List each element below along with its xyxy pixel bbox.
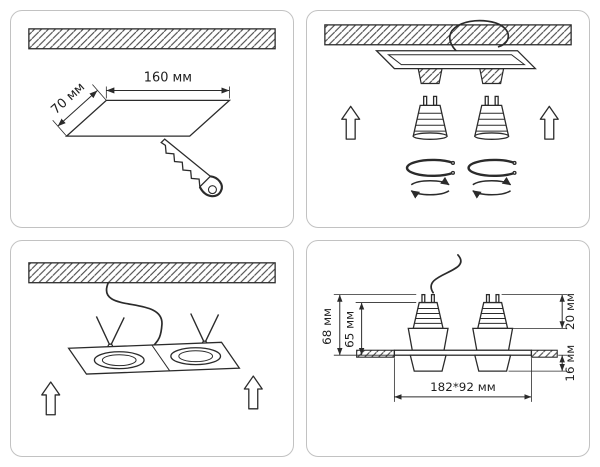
retaining-ring-left [405, 158, 456, 178]
panel-step1-cutout: 160 мм 70 мм [10, 10, 294, 228]
dimension-footprint: 182*92 мм [393, 357, 532, 402]
dimension-body-height: 65 мм [343, 301, 417, 355]
fixture-frame-inner [386, 54, 526, 66]
ceiling-hatch-left [356, 349, 395, 358]
gu10-lamp-right [477, 293, 509, 329]
cutout-width-dimension: 160 мм [105, 71, 230, 99]
lamp-housing-right [472, 327, 514, 351]
panel-step2-lamps [306, 10, 590, 228]
dim-lamp-top-height-label: 20 мм [563, 293, 577, 330]
mounting-diagram [28, 261, 276, 415]
rotate-arrows-left [411, 181, 449, 195]
saw-blade [160, 138, 212, 189]
retaining-ring-right [467, 158, 518, 178]
ceiling-hatch [28, 261, 276, 283]
lamp-housing-left [407, 327, 449, 351]
dim-body-height-label: 65 мм [343, 310, 357, 347]
lamp-socket-right [479, 68, 505, 85]
lamp-lens-left [101, 353, 137, 366]
fixture-flange [393, 349, 533, 356]
lamp-lens-right [178, 349, 214, 362]
panel-step3-mount [10, 239, 294, 457]
fixture-divider [151, 344, 171, 371]
trim-below-ceiling-left [409, 354, 447, 372]
dim-footprint-label: 182*92 мм [430, 379, 496, 393]
gu10-lamp-right [474, 95, 510, 140]
handsaw-icon [160, 138, 223, 198]
saw-handle [198, 175, 223, 198]
power-wire [105, 281, 163, 346]
rotate-arrows-right [473, 181, 511, 195]
cutout-width-label: 160 мм [144, 71, 192, 86]
dimensions-diagram: 68 мм 65 мм 20 мм 16 мм [320, 253, 577, 402]
push-arrow-left [41, 380, 61, 415]
panel-step4-dimensions: 68 мм 65 мм 20 мм 16 мм [306, 239, 590, 457]
cutout-diagram: 160 мм 70 мм [28, 28, 276, 198]
lamp-socket-left [417, 68, 443, 85]
cutout-depth-label: 70 мм [48, 80, 88, 118]
gu10-lamp-left [412, 95, 448, 140]
ceiling-hatch [28, 28, 276, 50]
ceiling-hatch [324, 24, 572, 46]
dim-trim-height-label: 16 мм [563, 344, 577, 381]
insert-arrow-left [341, 105, 361, 140]
dim-overall-height-label: 68 мм [320, 307, 334, 344]
cutout-plate-outline [64, 99, 232, 137]
spring-clip-left [95, 315, 125, 349]
gu10-lamp-left [412, 293, 444, 329]
power-wire [448, 19, 510, 52]
dimension-overall-height: 68 мм [320, 293, 417, 356]
insert-arrow-right [539, 105, 559, 140]
fixture-frame [374, 50, 537, 70]
ceiling-hatch-right [530, 349, 558, 358]
power-wire [430, 253, 462, 293]
dimension-trim-height: 16 мм [508, 344, 577, 381]
dimension-lamp-top-height: 20 мм [501, 293, 577, 330]
trim-below-ceiling-right [473, 354, 512, 372]
spring-clip-right [190, 312, 220, 346]
push-arrow-right [243, 374, 263, 409]
lamp-insert-diagram [324, 19, 572, 227]
saw-handle-hole [207, 185, 217, 195]
